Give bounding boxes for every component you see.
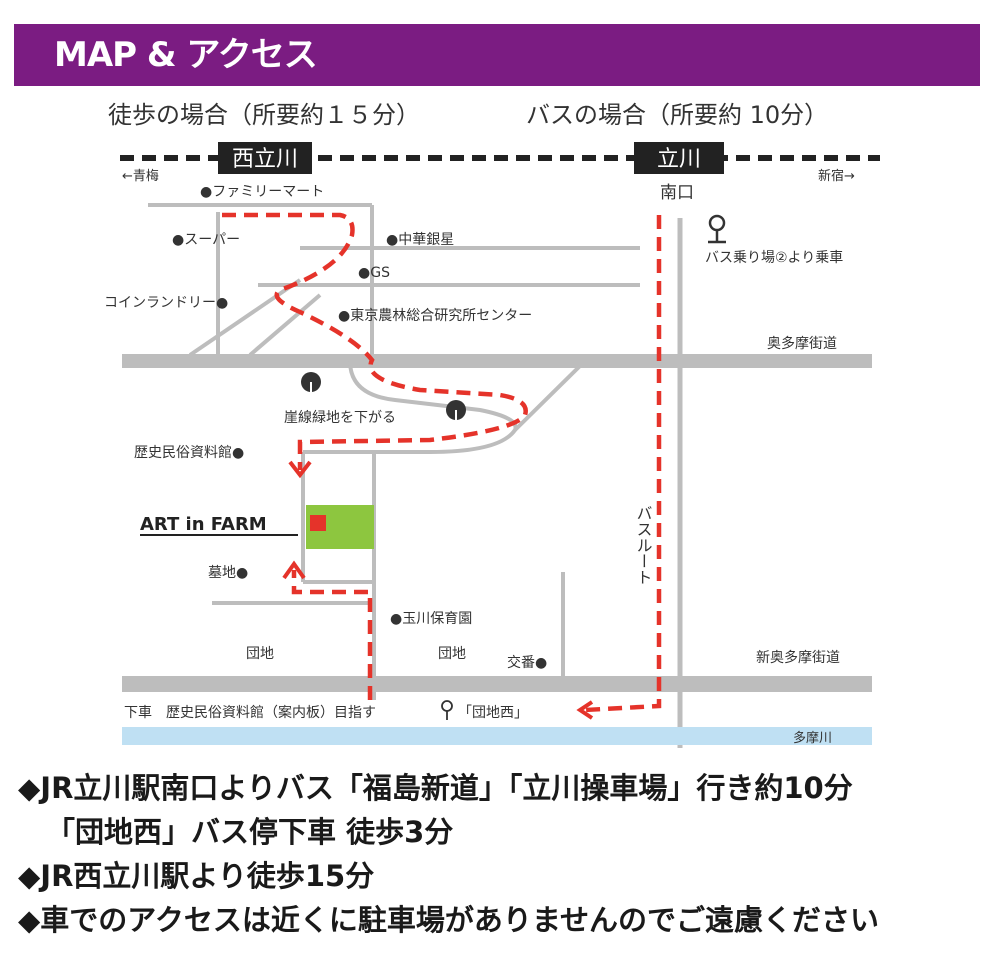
walk-arrow-up-icon xyxy=(282,560,306,580)
access-info: ◆JR立川駅南口よりバス「福島新道」「立川操車場」行き約10分 「団地西」バス停… xyxy=(18,766,978,942)
family-mart-label: ●ファミリーマート xyxy=(200,184,324,200)
danchi-nishi-label: 「団地西」 xyxy=(458,705,528,721)
bus-stop-label: バス乗り場②より乗車 xyxy=(705,249,843,266)
chuka-label: ●中華銀星 xyxy=(386,232,454,248)
tama-river xyxy=(122,727,872,745)
road-network xyxy=(122,203,872,748)
tree-icon xyxy=(446,400,466,423)
bus-stop-icon xyxy=(441,700,453,720)
tokyo-agri-label: ●東京農林総合研究所センター xyxy=(338,308,532,324)
page-title: MAP & アクセス xyxy=(54,35,318,75)
bus-route-label: バスルート xyxy=(634,505,653,585)
tama-river-label: 多摩川 xyxy=(793,730,832,746)
bus-route xyxy=(584,215,662,713)
access-walk: ◆JR西立川駅より徒歩15分 xyxy=(18,859,375,893)
direction-shinjuku: 新宿→ xyxy=(818,168,855,184)
bus-arrow-left-icon xyxy=(576,700,594,720)
direction-ome: ←青梅 xyxy=(122,169,159,184)
art-in-farm-label: ART in FARM xyxy=(140,514,267,535)
station-west-label: 西立川 xyxy=(232,147,298,172)
cemetery-label: 墓地● xyxy=(208,565,248,581)
access-bus-stop: 「団地西」バス停下車 徒歩3分 xyxy=(46,815,454,849)
get-off-label: 下車 歴史民俗資料館（案内板）目指す xyxy=(124,704,376,721)
walk-route xyxy=(222,212,528,470)
gs-label: ●GS xyxy=(358,265,390,281)
okutama-road-label: 奥多摩街道 xyxy=(767,335,837,352)
danchi-label: 団地 xyxy=(246,646,274,662)
south-exit-label: 南口 xyxy=(660,183,694,203)
farm-marker xyxy=(310,515,326,531)
station-west-box xyxy=(218,142,312,174)
access-bus: ◆JR立川駅南口よりバス「福島新道」「立川操車場」行き約10分 xyxy=(18,771,853,805)
walk-title: 徒歩の場合（所要約１５分） xyxy=(108,101,420,129)
bus-title: バスの場合（所要約 10分） xyxy=(526,101,828,129)
museum-label: 歴史民俗資料館● xyxy=(134,444,244,461)
walk-arrow-down-icon xyxy=(288,460,312,479)
super-label: ●スーパー xyxy=(172,232,240,248)
nursery-label: ●玉川保育園 xyxy=(390,611,472,627)
header-banner: MAP & アクセス xyxy=(14,24,980,86)
station-tachikawa-box xyxy=(634,142,724,174)
danchi-label: 団地 xyxy=(438,646,466,662)
access-car: ◆車でのアクセスは近くに駐車場がありませんのでご遠慮ください xyxy=(18,903,879,937)
new-okutama-road-label: 新奥多摩街道 xyxy=(756,649,840,666)
tree-icon xyxy=(301,372,321,395)
bus-stop-icon xyxy=(708,214,726,244)
green-path-label: 崖線緑地を下がる xyxy=(284,410,396,426)
walk-route-from-bus xyxy=(291,570,373,700)
koban-label: 交番● xyxy=(507,654,547,671)
station-tachikawa-label: 立川 xyxy=(657,147,701,172)
coin-laundry-label: コインランドリー● xyxy=(104,295,228,311)
